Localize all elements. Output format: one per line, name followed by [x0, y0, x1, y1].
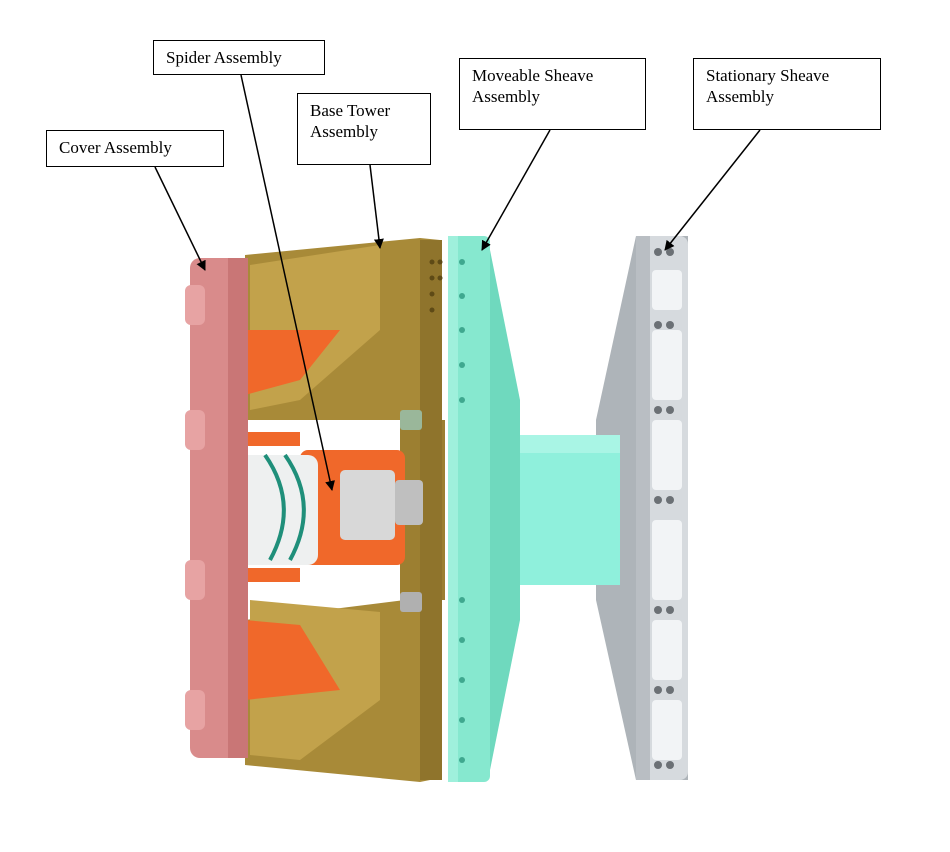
base-tower-leader-line: [369, 164, 384, 249]
shaft-hub: [520, 435, 620, 585]
inner-cylinder: [228, 455, 318, 565]
base-tower-assembly-label: Base Tower Assembly: [297, 93, 431, 165]
stationary-sheave-part: [596, 236, 688, 780]
cover-assembly-label: Cover Assembly: [46, 130, 224, 167]
cover-part: [185, 258, 248, 758]
spider-part: [300, 450, 423, 565]
spring: [263, 453, 306, 561]
spider-assembly-label: Spider Assembly: [153, 40, 325, 75]
moveable-sheave-leader-line: [481, 129, 551, 251]
spider-leader-line: [240, 74, 335, 491]
moveable-sheave-part: [448, 236, 520, 782]
orange-inner-parts: [245, 330, 340, 700]
moveable-sheave-assembly-label: Moveable Sheave Assembly: [459, 58, 646, 130]
stationary-sheave-assembly-label: Stationary Sheave Assembly: [693, 58, 881, 130]
stationary-sheave-leader-line: [664, 129, 761, 251]
cover-leader-line: [154, 166, 206, 271]
